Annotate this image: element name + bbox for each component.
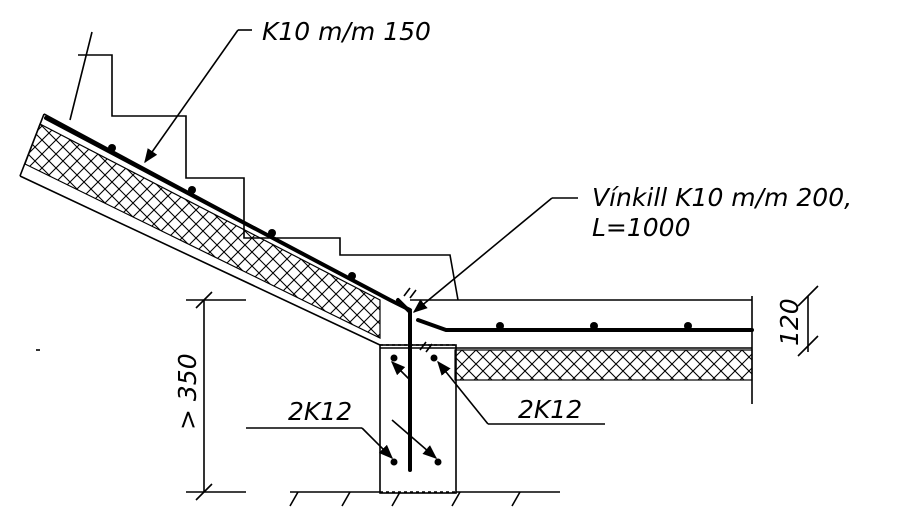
corner-angle-bar — [396, 298, 412, 472]
foundation-beam — [379, 344, 457, 494]
label-beam-bars-right: 2K12 — [518, 395, 582, 424]
beam-bar-dot — [390, 458, 398, 466]
ground-hatch — [289, 491, 521, 507]
dim-slab-ticks — [797, 285, 819, 357]
label-dim-slab: 120 — [775, 298, 804, 346]
beam-bar-dot — [430, 354, 438, 362]
bar-dot — [108, 144, 116, 152]
beam-bar-dot — [390, 354, 398, 362]
beam-bar-dot — [434, 458, 442, 466]
label-corner-angle-line2: L=1000 — [592, 213, 691, 242]
slab-main-bar — [416, 318, 754, 332]
inclined-insulation-hatch — [24, 123, 381, 339]
label-top-bar: K10 m/m 150 — [262, 17, 431, 46]
bar-dot — [496, 322, 504, 330]
leader-beam-top-arrow — [390, 360, 411, 381]
bar-dot — [348, 272, 356, 280]
bar-break-marks — [403, 287, 433, 353]
bar-dot — [268, 229, 276, 237]
leader-beam-bars-left-arrow — [361, 427, 394, 460]
bar-dot — [590, 322, 598, 330]
leader-top-bar-arrow — [144, 29, 239, 164]
leader-corner-angle-arrow — [412, 197, 553, 313]
label-dim-height: > 350 — [173, 353, 202, 430]
slab-insulation-hatch — [454, 349, 753, 381]
dim-height-ticks — [195, 291, 213, 501]
leader-beam-bars-left-arrow2 — [391, 419, 438, 459]
label-beam-bars-left: 2K12 — [288, 397, 352, 426]
label-corner-angle-line1: Vínkill K10 m/m 200, — [592, 183, 852, 212]
stair-steps-outline — [69, 31, 459, 301]
bar-dot — [188, 186, 196, 194]
bar-dot — [684, 322, 692, 330]
leader-beam-bars-right-arrow — [437, 360, 489, 425]
